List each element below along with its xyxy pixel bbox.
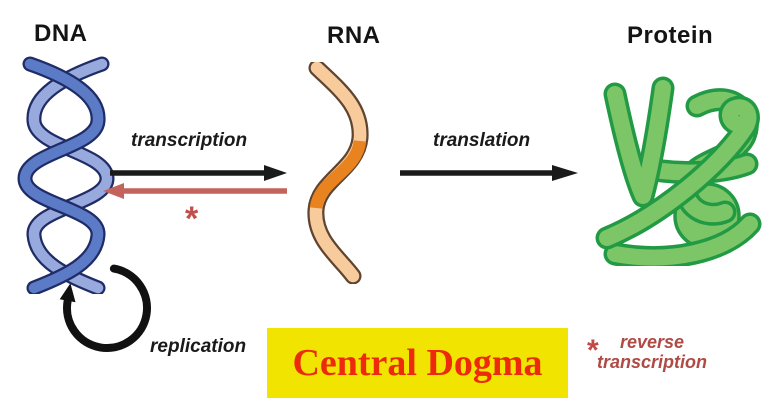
reverse-transcription-arrow-icon — [103, 183, 287, 199]
protein-label: Protein — [627, 22, 714, 49]
rna-ribbon-icon — [307, 62, 369, 284]
protein-structure-icon — [595, 76, 762, 266]
translation-label: translation — [433, 130, 531, 151]
translation-arrow-icon — [400, 165, 578, 181]
legend-line-2: transcription — [596, 352, 707, 372]
banner-title: Central Dogma — [292, 342, 543, 384]
replication-label: replication — [150, 336, 247, 357]
replication-arrow-icon — [59, 264, 151, 352]
legend-line-1: reverse — [619, 332, 685, 352]
dna-label: DNA — [34, 20, 88, 47]
dna-helix-icon — [17, 56, 115, 294]
legend-asterisk: * — [587, 334, 599, 367]
reverse-transcription-legend: * reverse transcription — [584, 332, 720, 372]
reverse-transcription-asterisk: * — [185, 200, 199, 238]
transcription-label: transcription — [131, 130, 248, 151]
rna-label: RNA — [327, 22, 381, 49]
transcription-arrow-icon — [103, 165, 287, 199]
forward-transcription-arrow — [110, 165, 287, 181]
central-dogma-banner: Central Dogma — [267, 328, 568, 398]
